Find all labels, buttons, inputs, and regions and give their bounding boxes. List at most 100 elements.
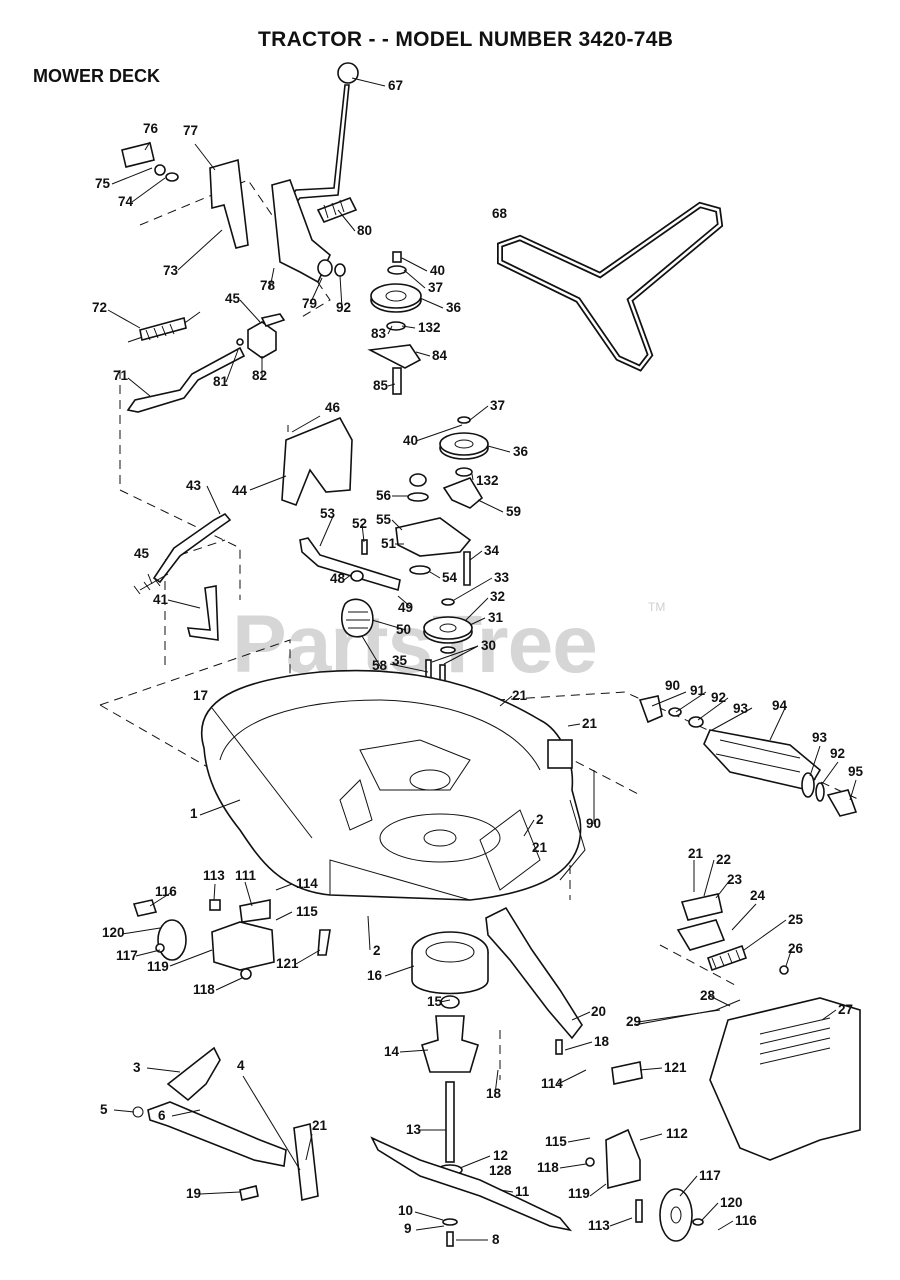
callout-40: 40 [430,263,445,278]
callout-52: 52 [352,516,367,531]
bracket-73-77 [121,142,249,249]
callout-53: 53 [320,506,336,521]
callout-18: 18 [486,1086,502,1101]
callout-95: 95 [848,764,864,779]
belt-guide [485,906,583,1055]
callout-119: 119 [147,959,169,974]
idler-arm [299,537,401,592]
callout-16: 16 [367,968,383,983]
callout-4: 4 [237,1058,245,1073]
callout-40: 40 [403,433,418,448]
spindle-assembly [411,931,489,1176]
callout-45: 45 [134,546,150,561]
callout-43: 43 [186,478,202,493]
callout-78: 78 [260,278,276,293]
callout-120: 120 [720,1195,743,1210]
callout-45: 45 [225,291,241,306]
callout-71: 71 [113,368,129,383]
discharge-chute [633,893,861,1161]
bracket-82 [236,313,286,359]
callout-74: 74 [118,194,134,209]
callout-25: 25 [788,912,804,927]
callout-17: 17 [193,688,208,703]
callout-54: 54 [442,570,458,585]
callout-13: 13 [406,1122,422,1137]
callout-22: 22 [716,852,731,867]
callout-10: 10 [398,1203,413,1218]
callout-49: 49 [398,600,413,615]
gage-roller [638,695,858,817]
callout-117: 117 [116,948,138,963]
spring-and-rod [126,311,246,413]
callout-80: 80 [357,223,372,238]
callout-81: 81 [213,374,229,389]
callout-117: 117 [699,1168,721,1183]
callout-59: 59 [506,504,521,519]
callout-12: 12 [493,1148,508,1163]
gage-wheel-bracket-left [132,899,331,980]
idler-pulley-assembly [395,416,489,586]
callout-14: 14 [384,1044,400,1059]
callout-119: 119 [568,1186,590,1201]
callout-132: 132 [418,320,441,335]
watermark-trademark: TM [648,600,666,614]
callout-128: 128 [489,1163,512,1178]
callout-48: 48 [330,571,346,586]
callout-21: 21 [312,1118,328,1133]
callout-44: 44 [232,483,248,498]
lower-pulley-assembly [423,598,473,694]
callout-19: 19 [186,1186,201,1201]
callout-15: 15 [427,994,443,1009]
callout-29: 29 [626,1014,641,1029]
callout-77: 77 [183,123,198,138]
callout-33: 33 [494,570,510,585]
callout-92: 92 [336,300,351,315]
callout-18: 18 [594,1034,610,1049]
callout-21: 21 [688,846,704,861]
callout-113: 113 [588,1218,610,1233]
callout-34: 34 [484,543,500,558]
callout-118: 118 [193,982,215,997]
upper-pulley-assembly [367,251,422,395]
callout-76: 76 [143,121,159,136]
callout-121: 121 [664,1060,687,1075]
tension-spring [341,598,374,638]
callout-37: 37 [490,398,505,413]
callout-56: 56 [376,488,392,503]
belt-shield [281,416,353,507]
callout-9: 9 [404,1221,412,1236]
callout-68: 68 [492,206,508,221]
callout-92: 92 [711,690,726,705]
lift-arm-assembly [132,1046,319,1201]
callout-36: 36 [513,444,529,459]
callout-67: 67 [388,78,403,93]
gage-wheel-bracket-right [585,1061,704,1242]
callout-90: 90 [665,678,680,693]
callout-1: 1 [190,806,198,821]
callout-5: 5 [100,1102,108,1117]
callout-23: 23 [727,872,743,887]
callout-31: 31 [488,610,504,625]
callout-120: 120 [102,925,125,940]
callout-55: 55 [376,512,392,527]
section-title: MOWER DECK [33,66,160,86]
callout-24: 24 [750,888,766,903]
bracket-78-79 [271,179,346,284]
callout-94: 94 [772,698,788,713]
callout-82: 82 [252,368,267,383]
callout-72: 72 [92,300,107,315]
callout-79: 79 [302,296,317,311]
callout-50: 50 [396,622,411,637]
callout-93: 93 [812,730,828,745]
callout-6: 6 [158,1108,166,1123]
callout-58: 58 [372,658,388,673]
callout-114: 114 [541,1076,563,1091]
callout-116: 116 [155,884,177,899]
mower-deck [201,669,586,901]
callout-92: 92 [830,746,845,761]
callout-27: 27 [838,1002,853,1017]
callout-115: 115 [545,1134,567,1149]
callout-2: 2 [536,812,544,827]
